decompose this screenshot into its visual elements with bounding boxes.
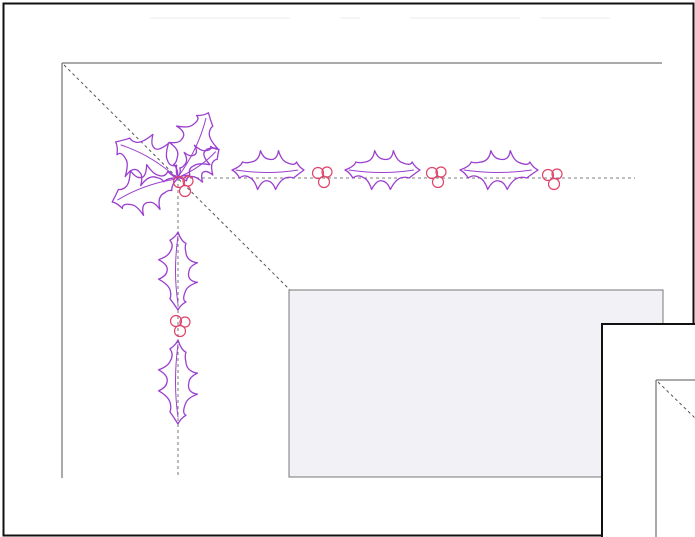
- corner-leaf-lower-left: [111, 163, 179, 216]
- berry: [425, 166, 439, 180]
- overlap-miter-guide: [657, 381, 695, 419]
- berry-cluster-v1: [169, 314, 191, 338]
- berry: [178, 184, 192, 198]
- leaf-vein: [235, 169, 299, 173]
- berry: [317, 175, 331, 189]
- vertical-leaf-2: [157, 339, 199, 425]
- berry-cluster-h1: [311, 166, 333, 189]
- miter-guide-line: [63, 64, 291, 291]
- berry: [541, 168, 555, 182]
- leaf-vein: [348, 169, 415, 173]
- leaf-vein: [175, 344, 179, 418]
- leaf-vein: [179, 151, 217, 178]
- berry-cluster-h3: [541, 168, 563, 191]
- leaf-vein: [117, 178, 175, 201]
- leaf-vein: [120, 144, 176, 177]
- berry-cluster-h2: [425, 166, 447, 189]
- vertical-leaf-1: [157, 231, 199, 311]
- berry: [547, 177, 561, 191]
- berry: [311, 166, 325, 180]
- horizontal-leaf-3: [459, 149, 539, 191]
- berry-cluster-corner: [172, 175, 194, 198]
- corner-leaf-up-right: [177, 144, 220, 183]
- overlapping-page-corner: [601, 323, 695, 537]
- corner-leaf-upper-left: [114, 133, 179, 187]
- holly-berries-group: [169, 166, 563, 338]
- leaf-vein: [463, 169, 532, 173]
- holly-leaves-group: [111, 112, 539, 425]
- horizontal-leaf-2: [344, 149, 421, 191]
- berry: [172, 175, 186, 189]
- berry: [173, 324, 187, 338]
- berry: [179, 316, 191, 328]
- berry: [431, 175, 445, 189]
- horizontal-leaf-1: [231, 149, 305, 191]
- leaf-vein: [175, 235, 179, 304]
